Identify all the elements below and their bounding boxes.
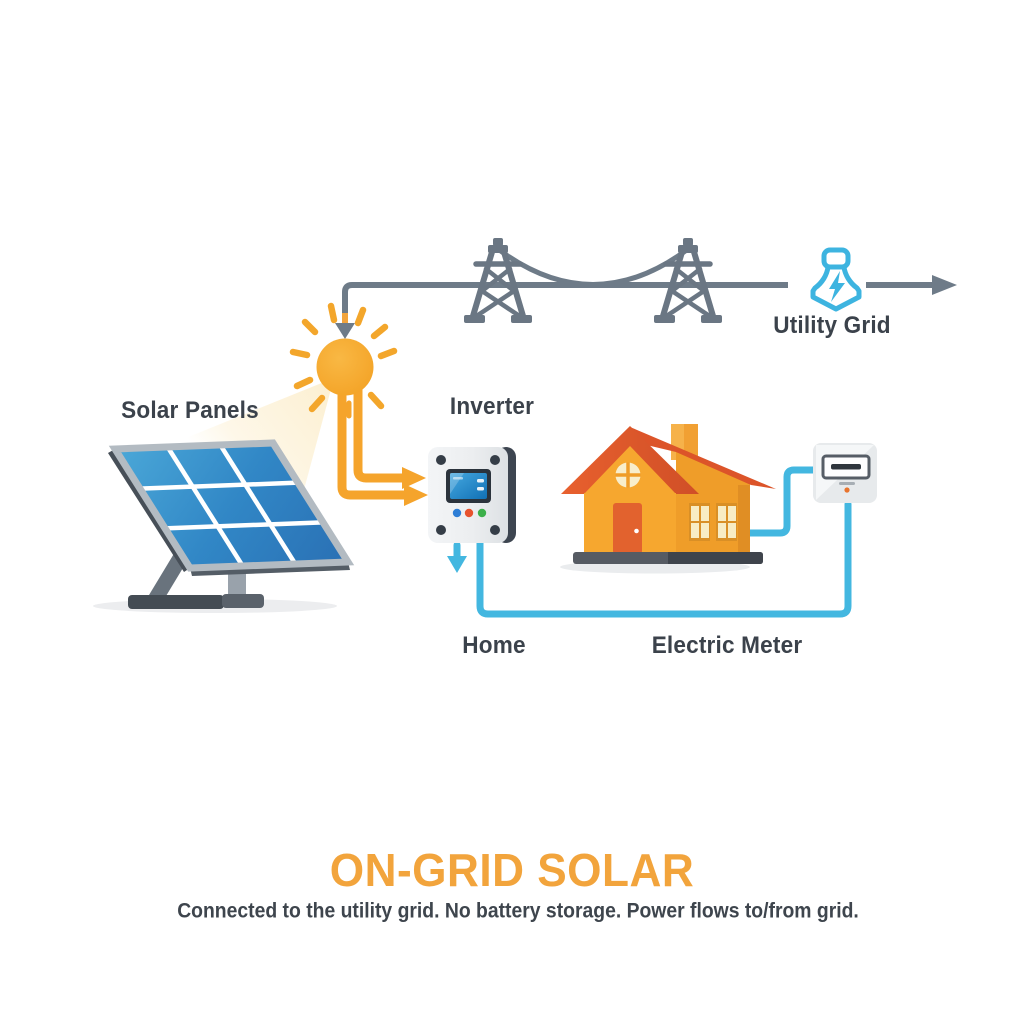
arrow-down-icon [335, 323, 355, 339]
page-subtitle: Connected to the utility grid. No batter… [177, 898, 859, 923]
bolt-icon [829, 271, 845, 302]
panel-foot-right [222, 594, 264, 608]
arrow-down-icon [447, 556, 467, 573]
solar-panels-label: Solar Panels [121, 397, 259, 424]
roof-right-slope [630, 427, 776, 489]
home-label: Home [462, 632, 526, 659]
meter-indicator-light [844, 487, 850, 493]
round-window [615, 462, 641, 488]
arrow-right-icon [932, 275, 957, 295]
page-title: ON-GRID SOLAR [329, 844, 695, 896]
arrow-right-icon [404, 484, 428, 506]
electric-meter-icon [813, 443, 877, 503]
inverter-screws [436, 455, 500, 535]
house-door [613, 503, 642, 554]
sun-icon [289, 302, 398, 413]
arrow-right-icon [402, 467, 426, 489]
house-window [716, 503, 737, 541]
house-window [689, 503, 710, 541]
transmission-tower-icon [464, 238, 532, 323]
solar-panel-icon [93, 443, 350, 613]
house-base [573, 552, 763, 564]
meter-wiring [447, 466, 852, 618]
utility-grid-label: Utility Grid [773, 312, 891, 339]
solar-energy-arrows [337, 367, 428, 506]
transmission-tower-icon [654, 238, 722, 323]
panel-foot-left [128, 595, 224, 609]
catenary-wire [496, 246, 690, 287]
inverter-status-lights [452, 508, 487, 518]
utility-grid-icon [810, 247, 862, 312]
house-icon [560, 424, 776, 574]
electric-meter-label: Electric Meter [651, 632, 803, 659]
inverter-icon [428, 447, 516, 543]
inverter-label: Inverter [449, 393, 535, 420]
